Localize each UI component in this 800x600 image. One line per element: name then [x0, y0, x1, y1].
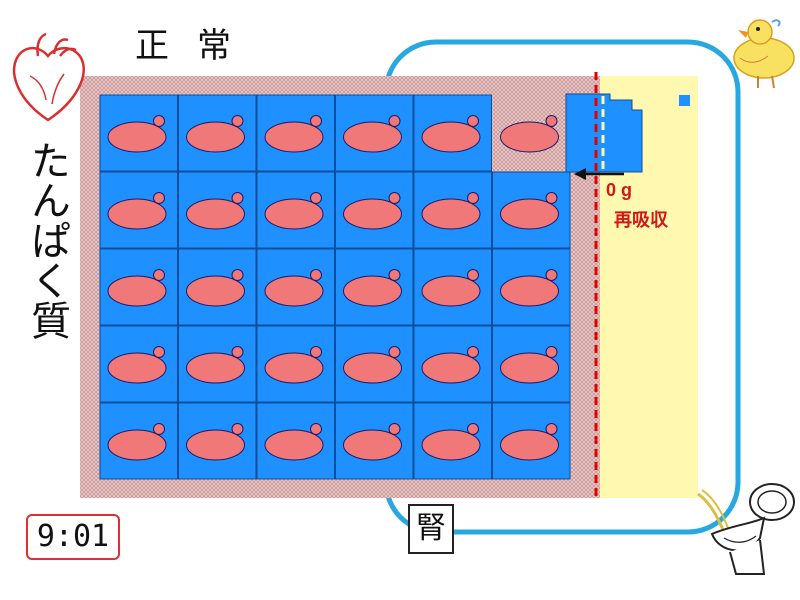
protein-dot [388, 423, 401, 435]
protein-blob [421, 121, 481, 153]
protein-dot [231, 423, 244, 435]
protein-dot [388, 192, 401, 204]
protein-dot [153, 269, 165, 281]
protein-dot [310, 346, 322, 358]
protein-dot [153, 115, 165, 127]
reabsorption-label: 再吸収 [614, 210, 668, 230]
protein-blob [186, 198, 245, 230]
protein-blob [107, 429, 167, 461]
protein-dot [467, 423, 479, 435]
protein-dot [310, 192, 322, 204]
protein-blob [264, 352, 324, 384]
protein-blob [343, 198, 402, 230]
protein-blob [421, 429, 481, 461]
protein-blob [107, 198, 167, 230]
protein-dot [545, 192, 558, 204]
protein-dot [310, 115, 322, 127]
protein-dot [545, 346, 558, 358]
protein-dot [545, 423, 558, 435]
protein-dot [231, 115, 244, 127]
clock-display: 9:01 [26, 514, 120, 560]
protein-dot [388, 115, 401, 127]
toilet-icon [697, 483, 795, 575]
filter-cell [565, 93, 643, 173]
protein-dot [545, 115, 558, 127]
protein-blob [343, 429, 402, 461]
protein-blob [186, 352, 245, 384]
protein-blob [186, 121, 245, 153]
protein-blob [264, 121, 324, 153]
reabsorption-amount: 0 g [606, 180, 633, 200]
protein-dot [467, 269, 479, 281]
cell-grid [99, 94, 571, 480]
small-particle [679, 95, 690, 106]
protein-dot [153, 192, 165, 204]
protein-blob [500, 198, 559, 230]
protein-blob [421, 352, 481, 384]
protein-dot [467, 346, 479, 358]
protein-dot [467, 115, 479, 127]
protein-dot [467, 192, 479, 204]
protein-blob [107, 121, 167, 153]
protein-blob [107, 352, 167, 384]
protein-blob [343, 352, 402, 384]
protein-blob [500, 275, 559, 307]
protein-dot [388, 346, 401, 358]
protein-blob [500, 121, 559, 153]
protein-blob [264, 429, 324, 461]
page-title: 正常 [135, 26, 259, 66]
kidney-label: 腎 [408, 504, 454, 554]
reabsorption-arrowhead [574, 168, 586, 180]
protein-blob [107, 275, 167, 307]
protein-dot [231, 346, 244, 358]
protein-blob [343, 275, 402, 307]
protein-blob [500, 429, 559, 461]
protein-blob [343, 121, 402, 153]
protein-blob [264, 275, 324, 307]
protein-blob [186, 429, 245, 461]
protein-blob [421, 198, 481, 230]
protein-dot [231, 269, 244, 281]
protein-dot [310, 423, 322, 435]
protein-blob [186, 275, 245, 307]
protein-blob [500, 352, 559, 384]
protein-dot [153, 423, 165, 435]
protein-dot [388, 269, 401, 281]
heart-icon [12, 32, 85, 122]
protein-dot [545, 269, 558, 281]
protein-blob [264, 198, 324, 230]
protein-dot [231, 192, 244, 204]
protein-blob [421, 275, 481, 307]
duck-icon [733, 19, 795, 89]
protein-label: たんぱく質 [24, 140, 70, 340]
protein-dot [153, 346, 165, 358]
protein-dot [310, 269, 322, 281]
